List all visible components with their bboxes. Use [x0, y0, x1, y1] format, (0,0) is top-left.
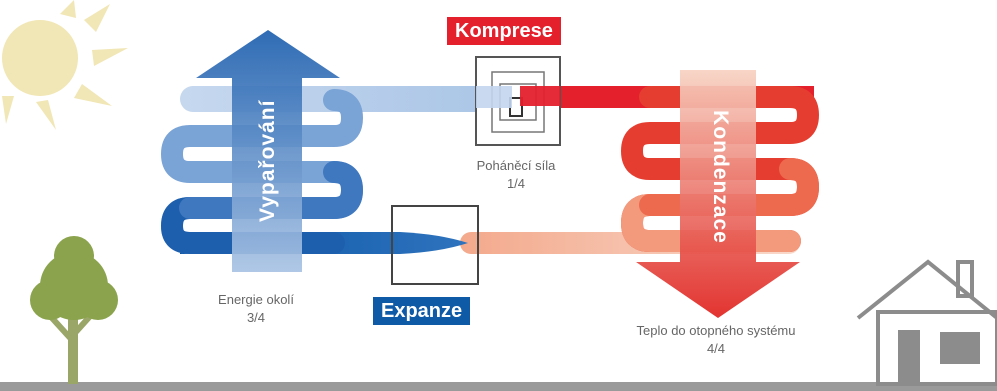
heating-output-note: Teplo do otopného systému 4/4 — [600, 322, 832, 358]
evaporator-arrow — [196, 30, 340, 272]
ambient-energy-note: Energie okolí 3/4 — [196, 291, 316, 327]
condenser-arrow — [636, 70, 800, 318]
drive-power-note: Poháněcí síla 1/4 — [448, 157, 584, 193]
drive-power-ratio: 1/4 — [506, 176, 526, 191]
heating-output-ratio: 4/4 — [706, 341, 726, 356]
expanze-label: Expanze — [373, 297, 471, 325]
ambient-energy-title: Energie okolí — [218, 292, 294, 307]
expansion-valve-icon — [391, 205, 479, 285]
sun-icon — [2, 0, 128, 130]
ground-line — [0, 382, 997, 391]
vyparovani-label: Vypařování — [256, 99, 279, 222]
heating-output-title: Teplo do otopného systému — [636, 323, 796, 338]
drive-power-title: Poháněcí síla — [476, 158, 556, 173]
komprese-label: Komprese — [447, 17, 561, 45]
kondenzace-label: Kondenzace — [709, 110, 732, 244]
house-icon — [856, 259, 997, 386]
ambient-energy-ratio: 3/4 — [246, 310, 266, 325]
tree-icon — [30, 236, 118, 384]
compressor-icon — [475, 56, 561, 146]
